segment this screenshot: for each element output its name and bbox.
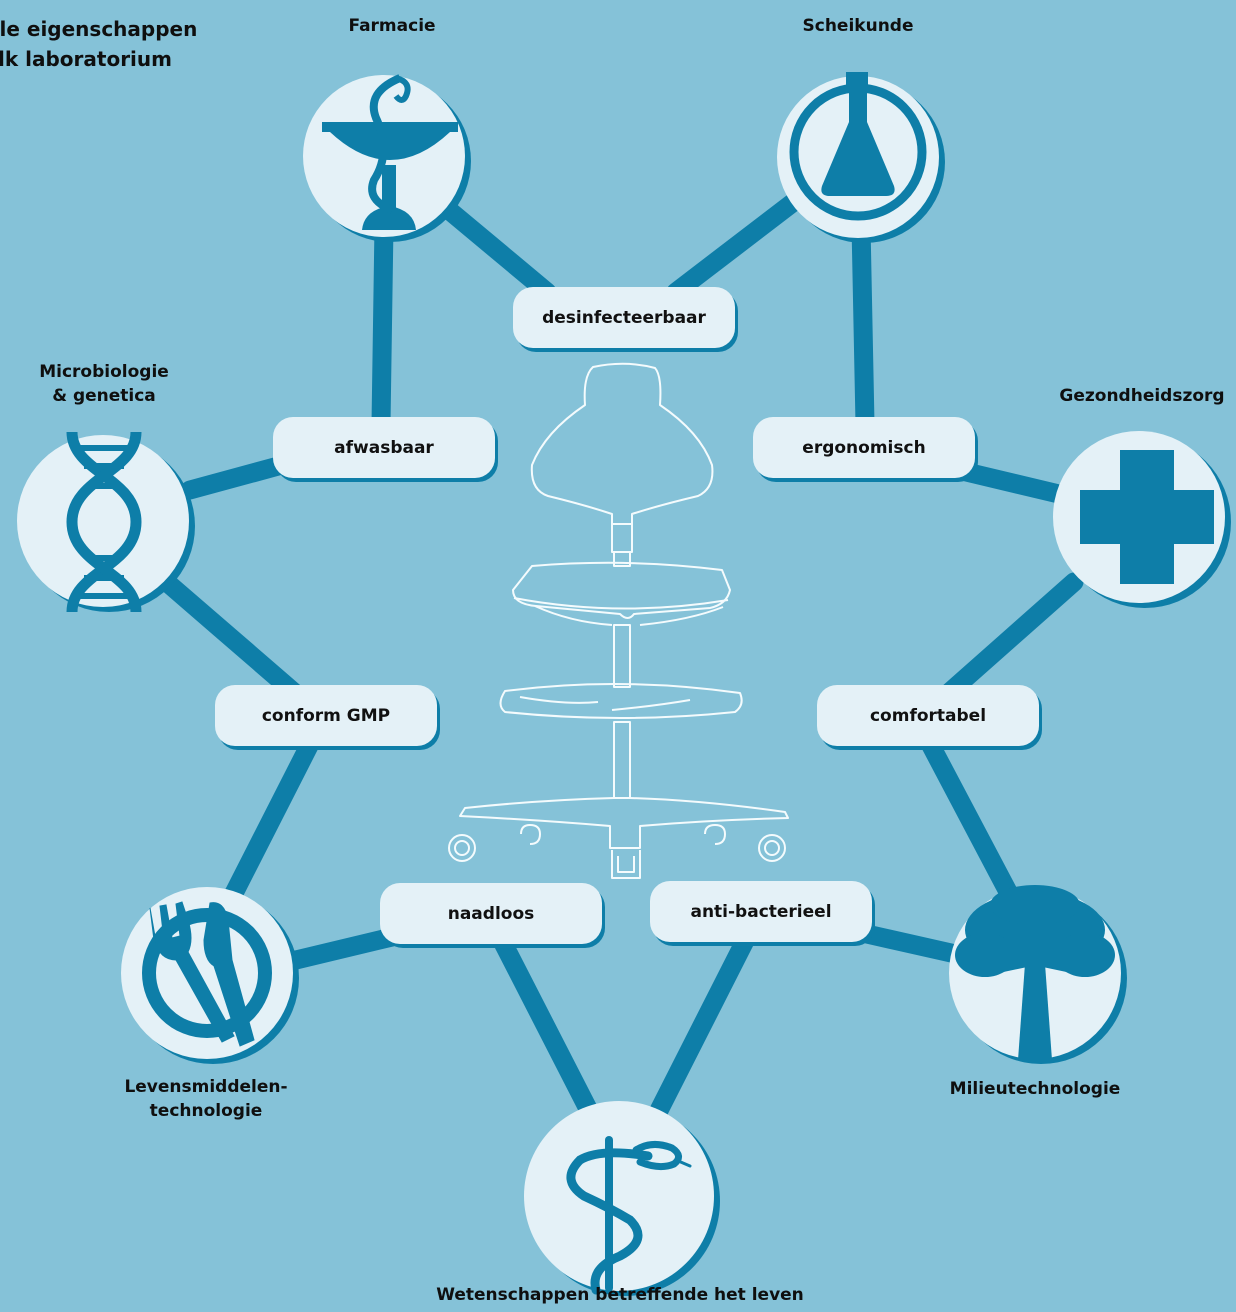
lab-chair-illustration <box>448 362 789 879</box>
label-scheikunde: Scheikunde <box>802 16 914 36</box>
diagram-title-line1: ale eigenschappen <box>0 17 198 41</box>
connector-gmp-levensmiddelen <box>218 730 322 915</box>
label-wetenschappen-leven: Wetenschappen betreffende het leven <box>436 1285 804 1305</box>
connector-microbiologie-afwasbaar <box>180 455 292 500</box>
fork-knife-icon <box>142 901 272 1047</box>
aesculapius-staff-icon <box>566 1136 692 1295</box>
property-afwasbaar-label: afwasbaar <box>334 437 434 458</box>
connector-ergonomisch-gezondheidszorg <box>948 460 1073 505</box>
label-microbiologie-line2: & genetica <box>52 386 156 406</box>
property-comfortabel-label: comfortabel <box>869 705 987 726</box>
label-levensmiddelen-line1: Levensmiddelen- <box>124 1077 288 1097</box>
pharmacy-bowl-icon <box>322 74 458 230</box>
medical-cross-icon <box>1080 450 1214 584</box>
property-desinfecteerbaar-label: desinfecteerbaar <box>542 307 706 328</box>
label-levensmiddelen-line2: technologie <box>149 1101 263 1121</box>
connector-gezondheidszorg-comfortabel <box>933 572 1084 708</box>
connector-levensmiddelen-naadloos <box>286 927 402 970</box>
property-ergonomisch: ergonomisch <box>753 417 975 478</box>
label-gezondheidszorg: Gezondheidszorg <box>1059 386 1225 406</box>
circle-microbiologie <box>17 435 195 612</box>
property-anti-bacterieel: anti-bacterieel <box>650 881 872 942</box>
property-desinfecteerbaar: desinfecteerbaar <box>513 287 735 348</box>
connector-antibacterieel-leven <box>634 925 758 1150</box>
label-farmacie: Farmacie <box>348 16 436 36</box>
label-milieutechnologie: Milieutechnologie <box>949 1079 1121 1099</box>
property-anti-bacterieel-label: anti-bacterieel <box>690 901 832 922</box>
property-conform-gmp-label: conform GMP <box>261 705 391 726</box>
connector-microbiologie-gmp <box>160 575 313 710</box>
flask-icon <box>789 72 927 221</box>
connector-scheikunde-ergonomisch <box>851 215 875 434</box>
diagram-title-line2: lk laboratorium <box>0 47 172 71</box>
connector-comfortabel-milieu <box>918 730 1025 915</box>
connector-naadloos-leven <box>489 925 614 1150</box>
label-microbiologie-line1: Microbiologie <box>39 362 169 382</box>
tree-icon <box>955 885 1115 1060</box>
property-ergonomisch-label: ergonomisch <box>802 437 926 458</box>
connector-farmacie-afwasbaar <box>371 215 394 434</box>
property-conform-gmp: conform GMP <box>215 685 437 746</box>
property-comfortabel: comfortabel <box>817 685 1039 746</box>
dna-icon <box>66 431 142 613</box>
property-naadloos: naadloos <box>380 883 602 944</box>
connector-antibacterieel-milieu <box>848 922 970 965</box>
property-afwasbaar: afwasbaar <box>273 417 495 478</box>
property-naadloos-label: naadloos <box>447 903 535 924</box>
circle-leven <box>524 1101 720 1296</box>
